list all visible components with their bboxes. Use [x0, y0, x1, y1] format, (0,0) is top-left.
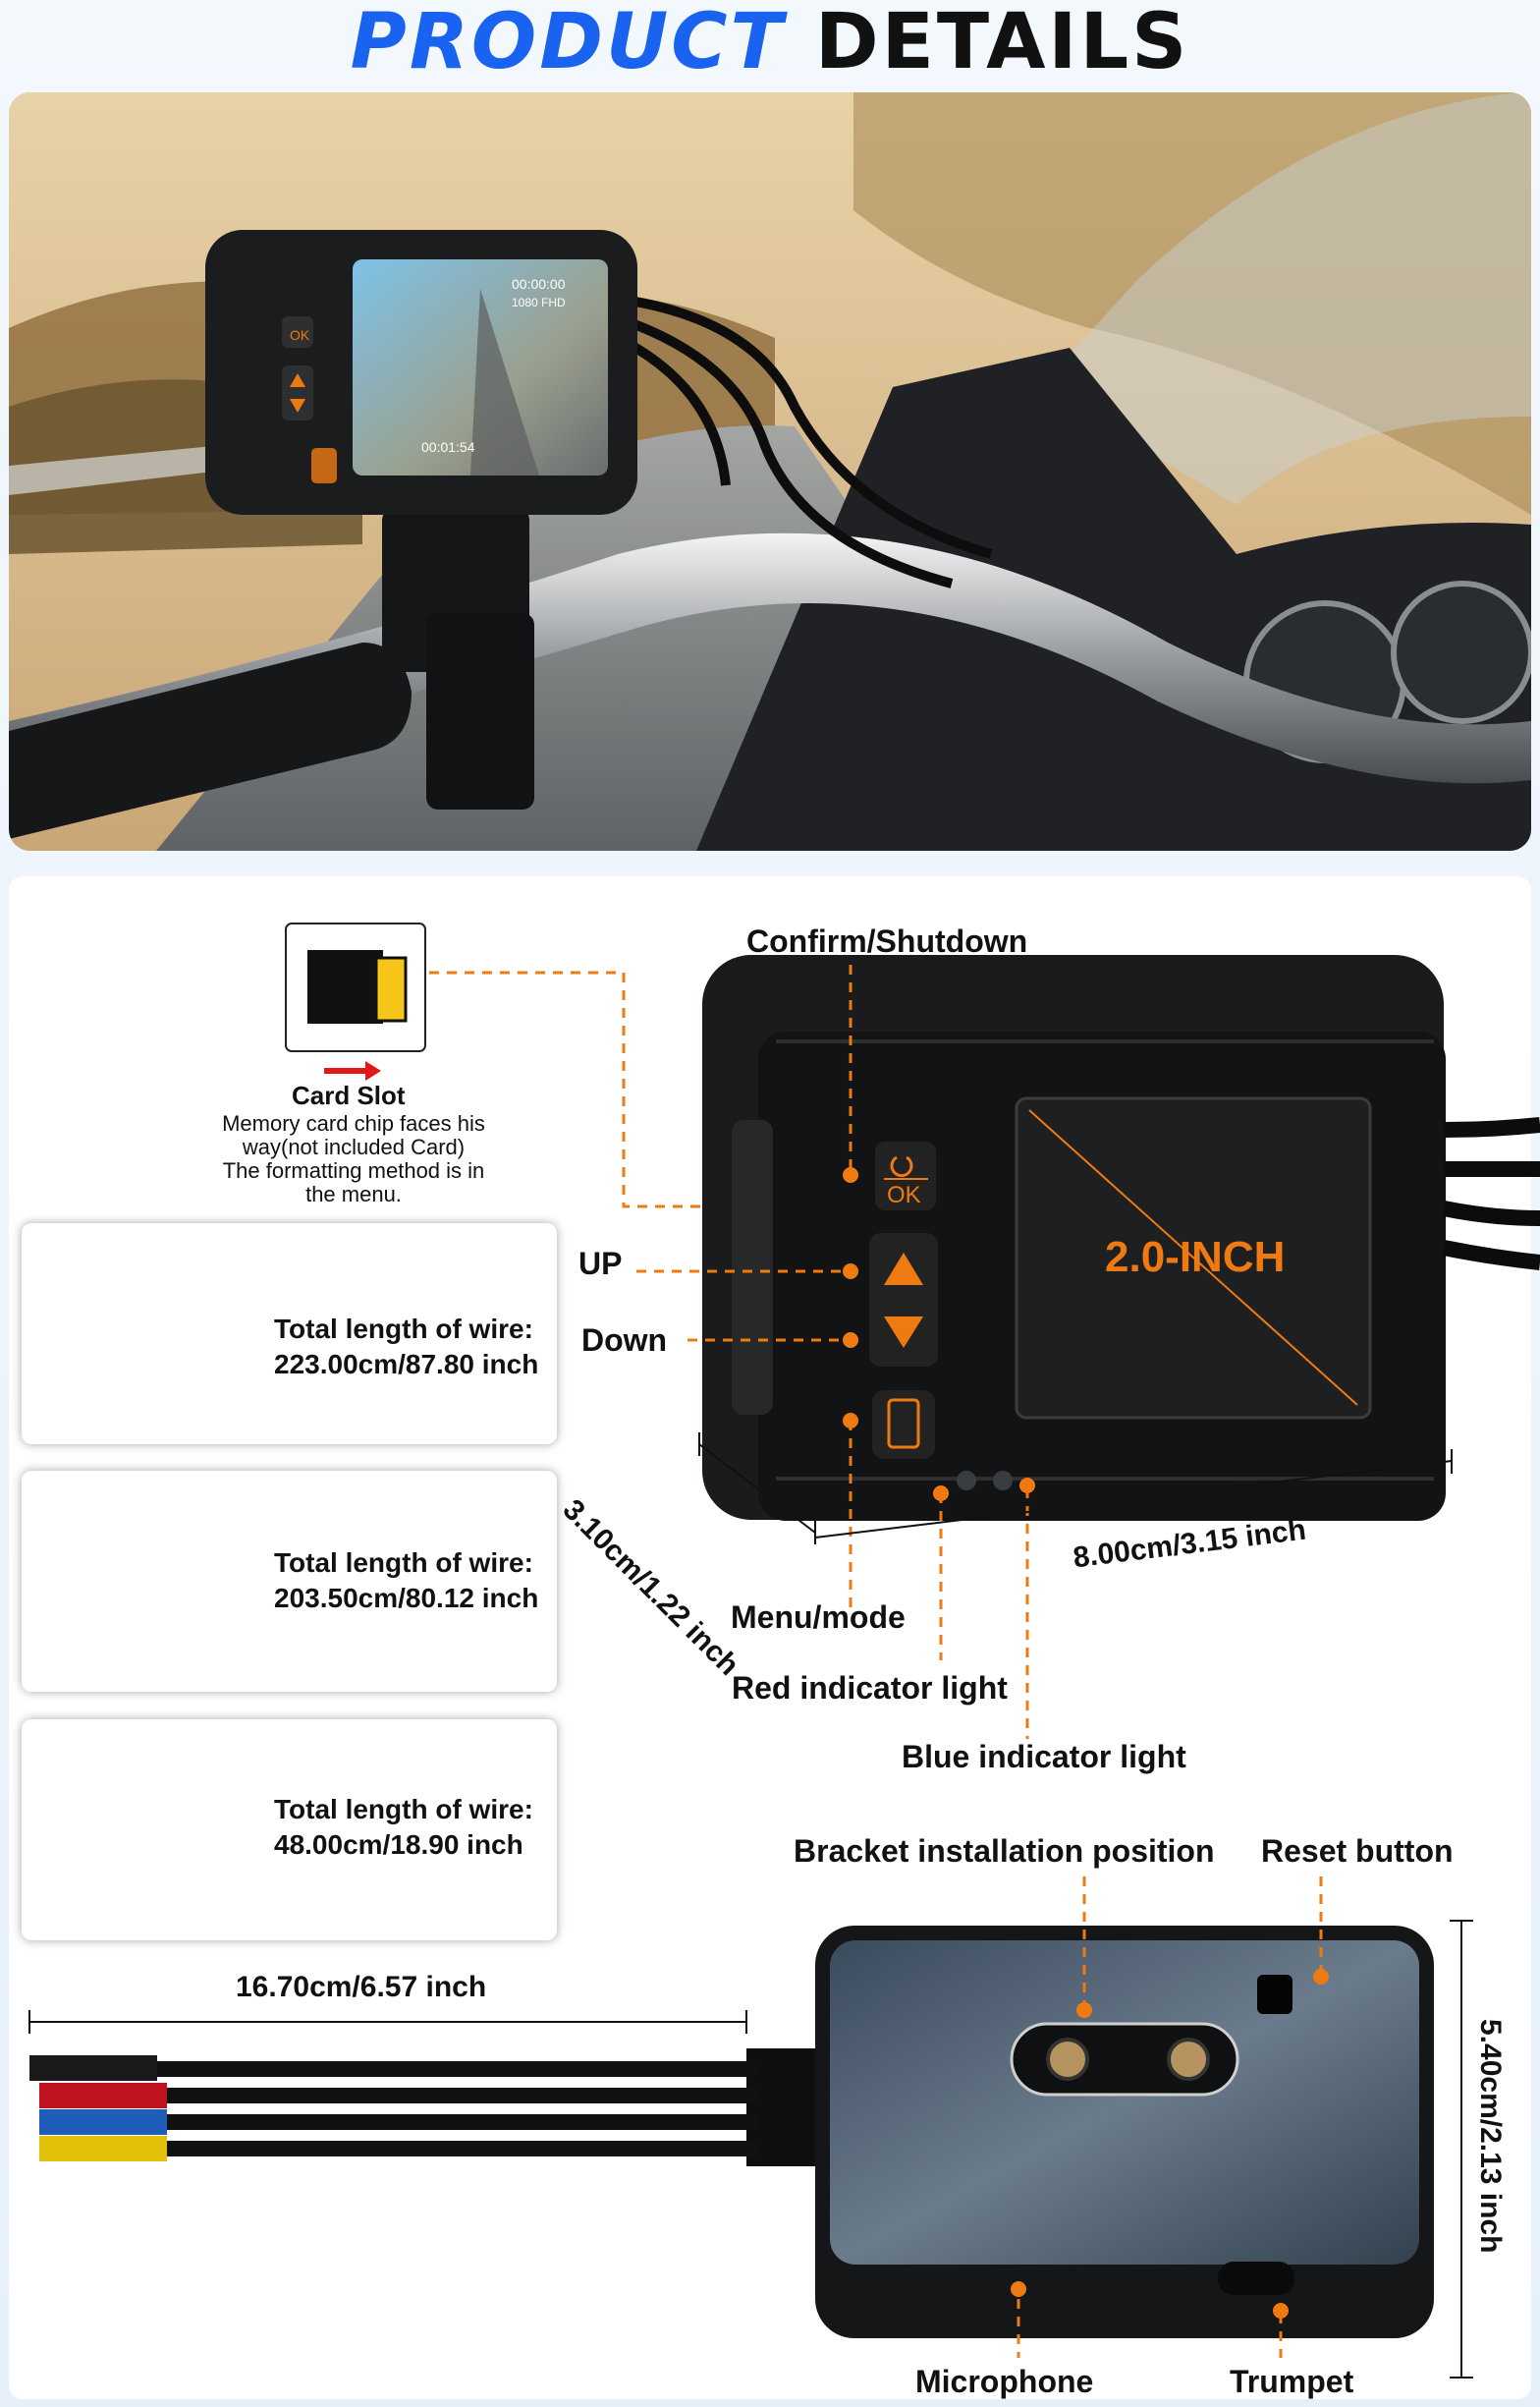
blue-indicator-light	[993, 1471, 1013, 1490]
wire-card-1: Total length of wire: 223.00cm/87.80 inc…	[22, 1223, 557, 1444]
wire-card-2-value: 203.50cm/80.12 inch	[274, 1583, 539, 1613]
dim-height: 5.40cm/2.13 inch	[1474, 2019, 1507, 2254]
card-slot-title: Card Slot	[292, 1081, 406, 1110]
wire-card-1-label: Total length of wire:	[274, 1314, 533, 1344]
up-down-rocker[interactable]	[869, 1233, 938, 1367]
hero-screen-resolution: 1080 FHD	[512, 296, 566, 309]
card-slot-desc-line3: The formatting method is in	[222, 1158, 485, 1183]
hero-ok-label: OK	[290, 327, 310, 343]
card-slot-desc-line4: the menu.	[305, 1182, 402, 1206]
dim-cable-length: 16.70cm/6.57 inch	[236, 1971, 487, 2003]
arrow-right-icon	[324, 1061, 381, 1081]
reset-button[interactable]	[1257, 1975, 1292, 2014]
up-arrow-icon	[884, 1253, 923, 1285]
screen-size-label: 2.0-INCH	[1105, 1233, 1286, 1281]
menu-icon	[887, 1398, 920, 1449]
label-bracket-position: Bracket installation position	[794, 1833, 1215, 1869]
power-icon	[890, 1155, 913, 1178]
sd-card-icon	[307, 950, 383, 1024]
red-indicator-light	[957, 1471, 976, 1490]
hero-menu-icon	[311, 448, 337, 483]
label-down: Down	[581, 1322, 668, 1358]
label-up: UP	[578, 1246, 623, 1281]
hero-screen-elapsed: 00:01:54	[421, 439, 475, 455]
wire-card-2: Total length of wire: 203.50cm/80.12 inc…	[22, 1471, 557, 1692]
wire-card-1-value: 223.00cm/87.80 inch	[274, 1349, 539, 1379]
label-trumpet: Trumpet	[1230, 2364, 1354, 2399]
card-slot-desc-line1: Memory card chip faces his	[222, 1111, 485, 1136]
hero-down-icon	[290, 399, 305, 413]
speaker-grille	[1218, 2262, 1294, 2295]
label-reset-button: Reset button	[1261, 1833, 1454, 1869]
wire-card-3: Total length of wire: 48.00cm/18.90 inch	[22, 1719, 557, 1940]
hero-up-icon	[290, 373, 305, 387]
hero-illustration: 00:00:00 1080 FHD 00:01:54 OK	[9, 92, 1531, 851]
label-confirm-shutdown: Confirm/Shutdown	[746, 924, 1028, 959]
card-slot-desc-line2: way(not included Card)	[242, 1135, 466, 1159]
hero-screen-time: 00:00:00	[512, 276, 566, 292]
ok-button-label: OK	[887, 1182, 921, 1208]
back-cables	[29, 2048, 815, 2166]
wire-card-3-label: Total length of wire:	[274, 1794, 533, 1824]
title-word-details: DETAILS	[814, 0, 1190, 86]
label-red-indicator: Red indicator light	[732, 1670, 1008, 1706]
label-blue-indicator: Blue indicator light	[902, 1739, 1186, 1774]
title-word-product: PRODUCT	[350, 0, 786, 86]
page-title: PRODUCT DETAILS	[0, 4, 1540, 81]
wire-card-3-value: 48.00cm/18.90 inch	[274, 1829, 523, 1860]
down-arrow-icon	[884, 1316, 923, 1348]
card-slot-desc: Memory card chip faces his way(not inclu…	[206, 1112, 501, 1206]
label-microphone: Microphone	[915, 2364, 1094, 2399]
label-menu-mode: Menu/mode	[731, 1599, 906, 1635]
hero-photo: 00:00:00 1080 FHD 00:01:54 OK	[9, 92, 1531, 851]
wire-card-2-label: Total length of wire:	[274, 1547, 533, 1578]
page-header: PRODUCT DETAILS	[0, 0, 1540, 86]
